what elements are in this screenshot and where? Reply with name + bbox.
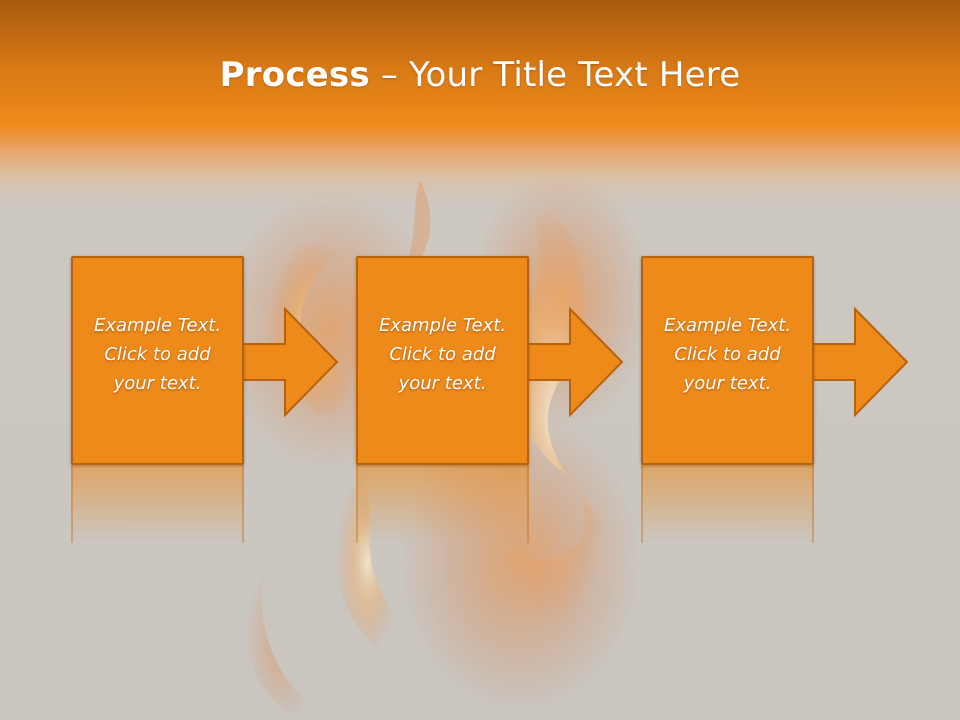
- slide-title[interactable]: Process – Your Title Text Here: [0, 52, 960, 98]
- step-box[interactable]: Example Text. Click to add your text.: [641, 256, 814, 465]
- process-step-1[interactable]: Example Text. Click to add your text.: [71, 256, 351, 546]
- title-bold: Process: [219, 55, 370, 95]
- step-text[interactable]: Example Text. Click to add your text.: [371, 311, 514, 398]
- step-text-line1: Example Text.: [378, 315, 507, 336]
- step-text-line3: your text.: [113, 373, 202, 394]
- step-text-line1: Example Text.: [663, 315, 792, 336]
- title-separator: –: [380, 55, 399, 95]
- step-reflection: [641, 465, 814, 543]
- step-text[interactable]: Example Text. Click to add your text.: [656, 311, 799, 398]
- step-box[interactable]: Example Text. Click to add your text.: [356, 256, 529, 465]
- process-step-2[interactable]: Example Text. Click to add your text.: [356, 256, 636, 546]
- step-box[interactable]: Example Text. Click to add your text.: [71, 256, 244, 465]
- step-text-line3: your text.: [683, 373, 772, 394]
- title-rest: Your Title Text Here: [409, 55, 741, 95]
- step-text-line2: Click to add: [104, 344, 211, 365]
- step-text[interactable]: Example Text. Click to add your text.: [86, 311, 229, 398]
- step-text-line2: Click to add: [674, 344, 781, 365]
- process-step-3[interactable]: Example Text. Click to add your text.: [641, 256, 921, 546]
- step-text-line2: Click to add: [389, 344, 496, 365]
- step-text-line1: Example Text.: [93, 315, 222, 336]
- step-text-line3: your text.: [398, 373, 487, 394]
- step-reflection: [71, 465, 244, 543]
- step-reflection: [356, 465, 529, 543]
